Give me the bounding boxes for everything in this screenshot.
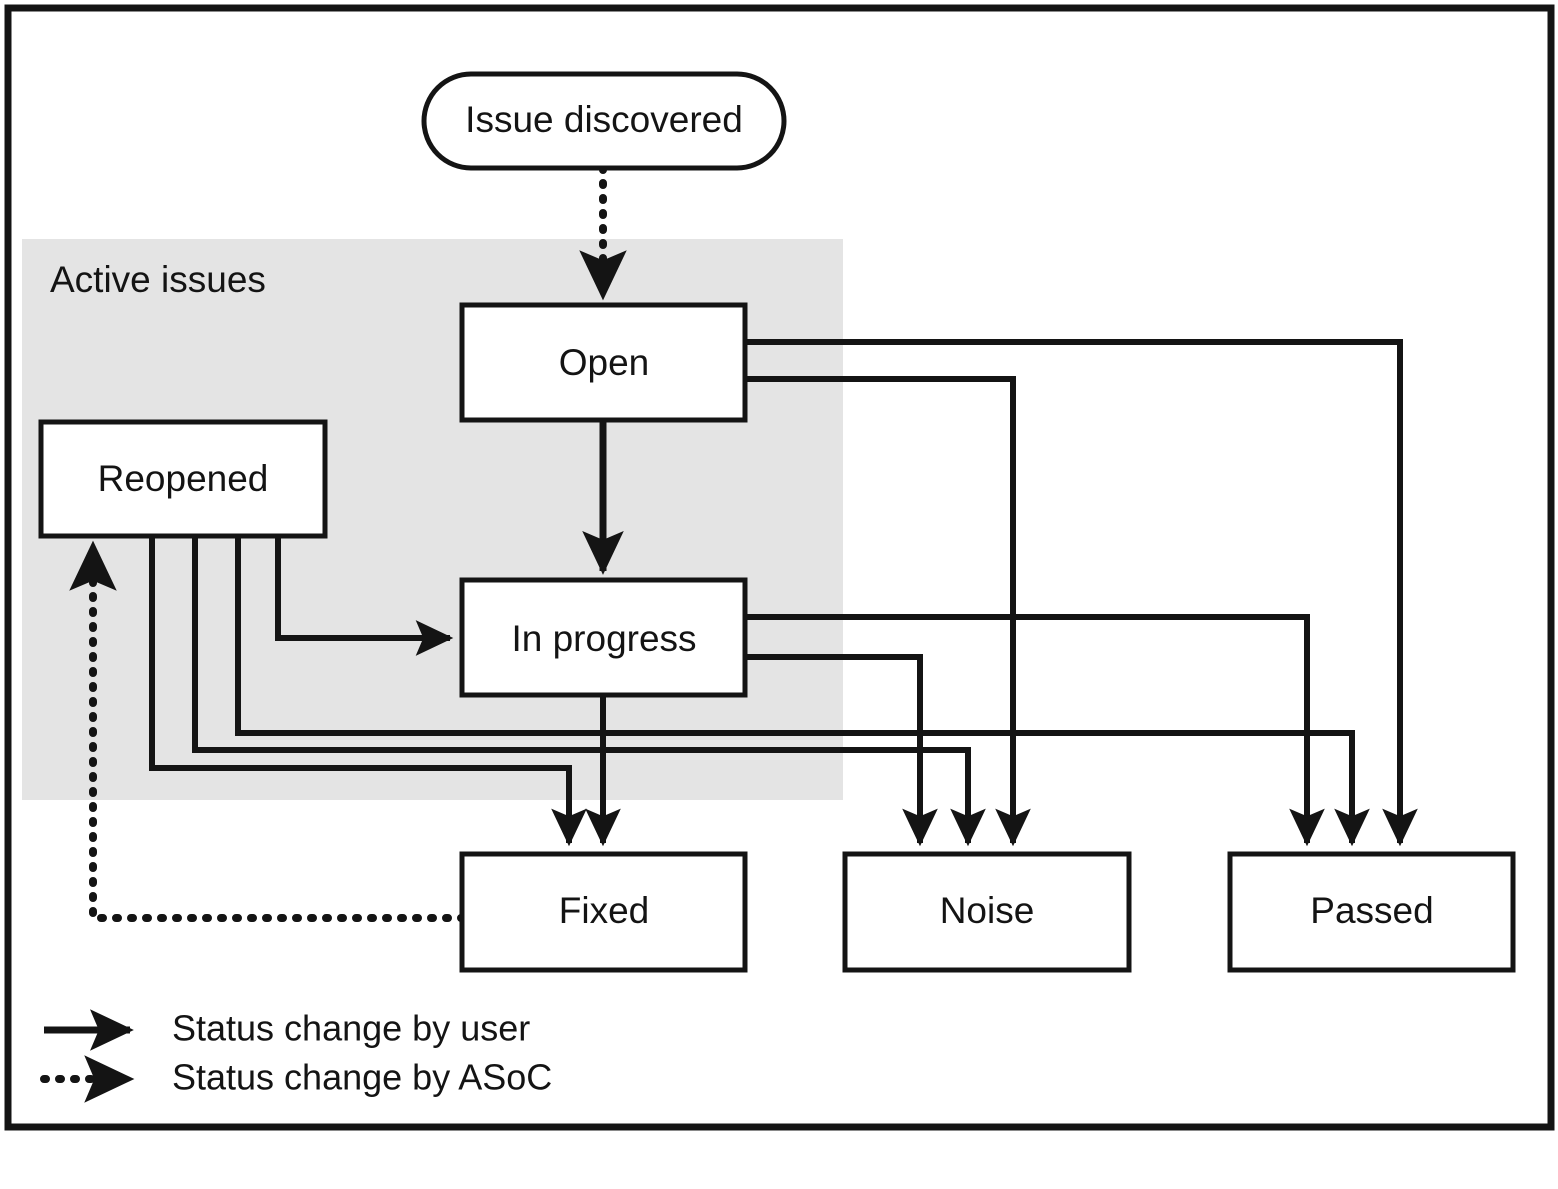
legend-item-user: Status change by user: [44, 1008, 530, 1051]
node-passed-label: Passed: [1310, 890, 1433, 931]
node-open-label: Open: [559, 342, 650, 383]
legend: Status change by user Status change by A…: [40, 1008, 552, 1103]
edge-reopened-to-fixed: [149, 536, 587, 847]
legend-item-asoc: Status change by ASoC: [40, 1055, 552, 1103]
node-reopened[interactable]: Reopened: [38, 419, 328, 539]
legend-user-label: Status change by user: [172, 1008, 530, 1049]
node-passed[interactable]: Passed: [1227, 851, 1516, 973]
edge-open-to-passed: [745, 339, 1418, 847]
node-open-shape: [459, 302, 748, 423]
edge-in-progress-to-noise: [745, 654, 938, 847]
node-noise-label: Noise: [940, 890, 1035, 931]
node-fixed-label: Fixed: [559, 890, 649, 931]
node-noise-shape: [842, 851, 1132, 973]
active-issues-label: Active issues: [50, 259, 266, 300]
node-issue-discovered-shape: [421, 71, 787, 171]
node-issue-discovered[interactable]: Issue discovered: [421, 71, 787, 171]
node-issue-discovered-label: Issue discovered: [465, 99, 743, 140]
node-fixed[interactable]: Fixed: [459, 851, 748, 973]
node-open[interactable]: Open: [459, 302, 748, 423]
edge-reopened-to-in-progress: [275, 536, 454, 656]
edge-in-progress-to-passed: [745, 614, 1325, 847]
node-in-progress[interactable]: In progress: [459, 577, 748, 698]
node-in-progress-shape: [459, 577, 748, 698]
node-reopened-shape: [38, 419, 328, 539]
node-passed-shape: [1227, 851, 1516, 973]
node-in-progress-label: In progress: [511, 618, 696, 659]
legend-asoc-label: Status change by ASoC: [172, 1057, 552, 1098]
node-reopened-label: Reopened: [98, 458, 269, 499]
edge-fixed-to-reopened: [69, 540, 467, 922]
edge-reopened-to-noise: [192, 536, 986, 847]
edge-reopened-to-passed: [235, 536, 1370, 847]
edge-open-to-noise: [745, 376, 1031, 847]
node-noise[interactable]: Noise: [842, 851, 1132, 973]
node-fixed-shape: [459, 851, 748, 973]
